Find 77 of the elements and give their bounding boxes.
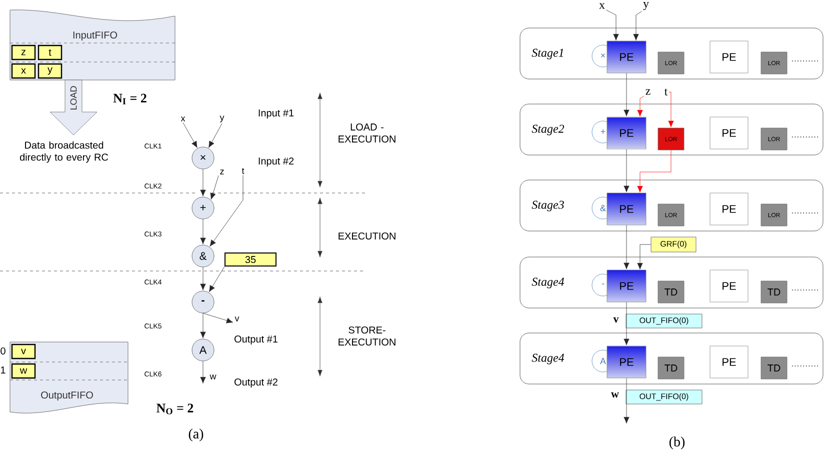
- count-label: N$_{I}$ = 2: [113, 94, 146, 104]
- arrow: [200, 313, 206, 338]
- input-label: z: [646, 89, 650, 95]
- arrow: [624, 378, 630, 424]
- pe-block: PE: [606, 40, 646, 74]
- phase-label: EXECUTION: [338, 232, 396, 240]
- arrow: [182, 122, 198, 148]
- input-label: x: [599, 3, 605, 9]
- pe-block: PE: [710, 270, 748, 302]
- register-block: TD: [760, 356, 788, 380]
- register-tag: GRF(0): [650, 236, 696, 252]
- arrow: [624, 149, 630, 192]
- arrow: [624, 302, 630, 346]
- input-label: x: [180, 116, 186, 122]
- register-tag: OUT_FIFO(0): [626, 314, 702, 328]
- panel-label: (b): [669, 436, 685, 450]
- arrow: [668, 92, 674, 128]
- arrow: [202, 313, 234, 324]
- pe-block: PE: [606, 346, 646, 378]
- phase-label: LOAD - EXECUTION: [338, 123, 396, 143]
- arrow: [210, 174, 244, 246]
- arrow: [200, 169, 206, 196]
- arrow: [210, 175, 219, 200]
- pe-block: PE: [606, 192, 646, 226]
- stage-label: Stage1: [532, 48, 564, 60]
- arrow: [637, 96, 644, 116]
- arrow: [200, 267, 206, 290]
- arrow: [606, 10, 619, 40]
- stage-label: Stage2: [532, 124, 564, 136]
- arrow: [200, 361, 206, 384]
- edge-label: w: [210, 374, 216, 380]
- arrow: [624, 225, 630, 270]
- arrow: [624, 73, 630, 116]
- phase-label: STORE- EXECUTION: [338, 326, 396, 346]
- input-label: z: [220, 170, 224, 174]
- edge-label: v: [613, 317, 619, 323]
- arrow: [637, 150, 672, 192]
- input-label: v: [234, 316, 240, 322]
- index-label: 1: [1, 366, 6, 374]
- data-cell: v: [11, 344, 36, 360]
- pe-block: PE: [606, 270, 646, 302]
- arrow: [637, 244, 651, 270]
- stage-label: Stage4: [532, 354, 564, 364]
- input-label: t: [242, 168, 244, 174]
- io-label: Output #1: [234, 335, 278, 345]
- data-cell: t: [38, 44, 62, 60]
- arrow: [208, 123, 222, 148]
- input-label: y: [220, 116, 224, 122]
- io-label: Input #2: [258, 157, 294, 167]
- pe-block: PE: [710, 116, 748, 150]
- data-cell: x: [11, 63, 36, 79]
- register-block: TD: [658, 356, 684, 380]
- pe-block: PE: [710, 40, 748, 74]
- pe-block: PE: [606, 116, 646, 150]
- arrow: [208, 266, 225, 292]
- input-label: t: [664, 88, 668, 96]
- count-label: N$_{O}$ = 2: [156, 404, 194, 414]
- edge-label: w: [611, 392, 619, 398]
- caption-text: Data broadcasted directly to every RC: [20, 141, 108, 163]
- constant-box: 35: [224, 252, 276, 266]
- data-cell: y: [38, 63, 62, 79]
- stage-label: Stage4: [532, 278, 564, 288]
- arrow: [200, 219, 206, 244]
- pe-block: PE: [710, 346, 748, 378]
- io-label: Input #1: [258, 110, 294, 118]
- stage-label: Stage3: [532, 200, 564, 212]
- index-label: 0: [0, 347, 6, 355]
- register-block: TD: [760, 280, 788, 304]
- io-label: Output #2: [234, 378, 278, 388]
- register-tag: OUT_FIFO(0): [626, 390, 702, 404]
- data-cell: w: [11, 363, 36, 379]
- arrow: [633, 11, 642, 40]
- pe-block: PE: [710, 192, 748, 226]
- data-cell: z: [11, 44, 36, 60]
- register-block: TD: [658, 280, 684, 304]
- input-label: y: [643, 2, 649, 10]
- panel-label: (a): [188, 428, 204, 442]
